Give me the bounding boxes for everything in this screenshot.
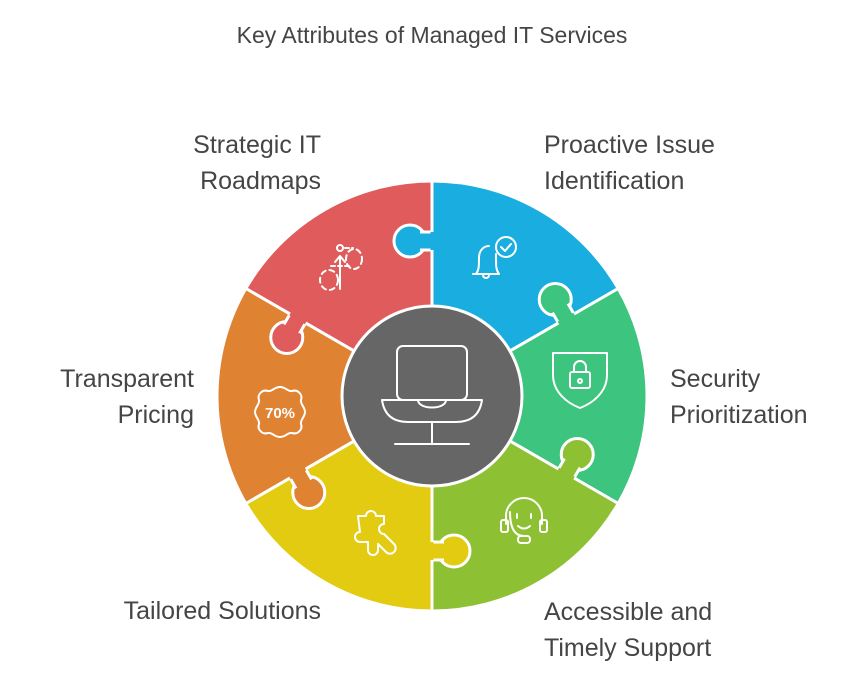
puzzle-knob [537, 281, 576, 326]
label-proactive-issue-identification: Proactive Issue Identification [544, 127, 715, 199]
label-line: Timely Support [544, 634, 712, 662]
label-security-prioritization: Security Prioritization [670, 361, 808, 433]
puzzle-knob [556, 436, 595, 481]
label-line: Strategic IT [193, 131, 321, 159]
label-line: Prioritization [670, 401, 808, 429]
label-line: Transparent [60, 365, 194, 393]
puzzle-knob [269, 311, 308, 356]
label-line: Roadmaps [200, 167, 321, 195]
dashed-path-arrow-icon [319, 244, 363, 291]
label-line: Proactive Issue [544, 131, 715, 159]
laptop-icon [381, 345, 483, 445]
bell-check-icon [472, 236, 517, 279]
headset-icon [500, 497, 548, 544]
diagram-title: Key Attributes of Managed IT Services [236, 22, 628, 48]
label-tailored-solutions: Tailored Solutions [124, 593, 321, 629]
shield-lock-icon [552, 352, 608, 409]
label-line: Tailored Solutions [123, 597, 321, 625]
label-line: Identification [544, 167, 685, 195]
center-hub [340, 304, 524, 488]
puzzle-knob [429, 533, 472, 569]
label-line: Pricing [117, 401, 194, 429]
puzzle-piece-icon [354, 510, 397, 556]
puzzle-knob [392, 223, 435, 259]
discount-badge-icon: 70% [254, 386, 306, 438]
puzzle-knob [288, 466, 327, 511]
label-strategic-it-roadmaps: Strategic IT Roadmaps [193, 127, 321, 199]
discount-text: 70% [265, 405, 295, 422]
label-line: Accessible and [544, 598, 713, 626]
label-transparent-pricing: Transparent Pricing [60, 361, 194, 433]
label-line: Security [670, 365, 761, 393]
label-accessible-timely-support: Accessible and Timely Support [544, 594, 712, 666]
